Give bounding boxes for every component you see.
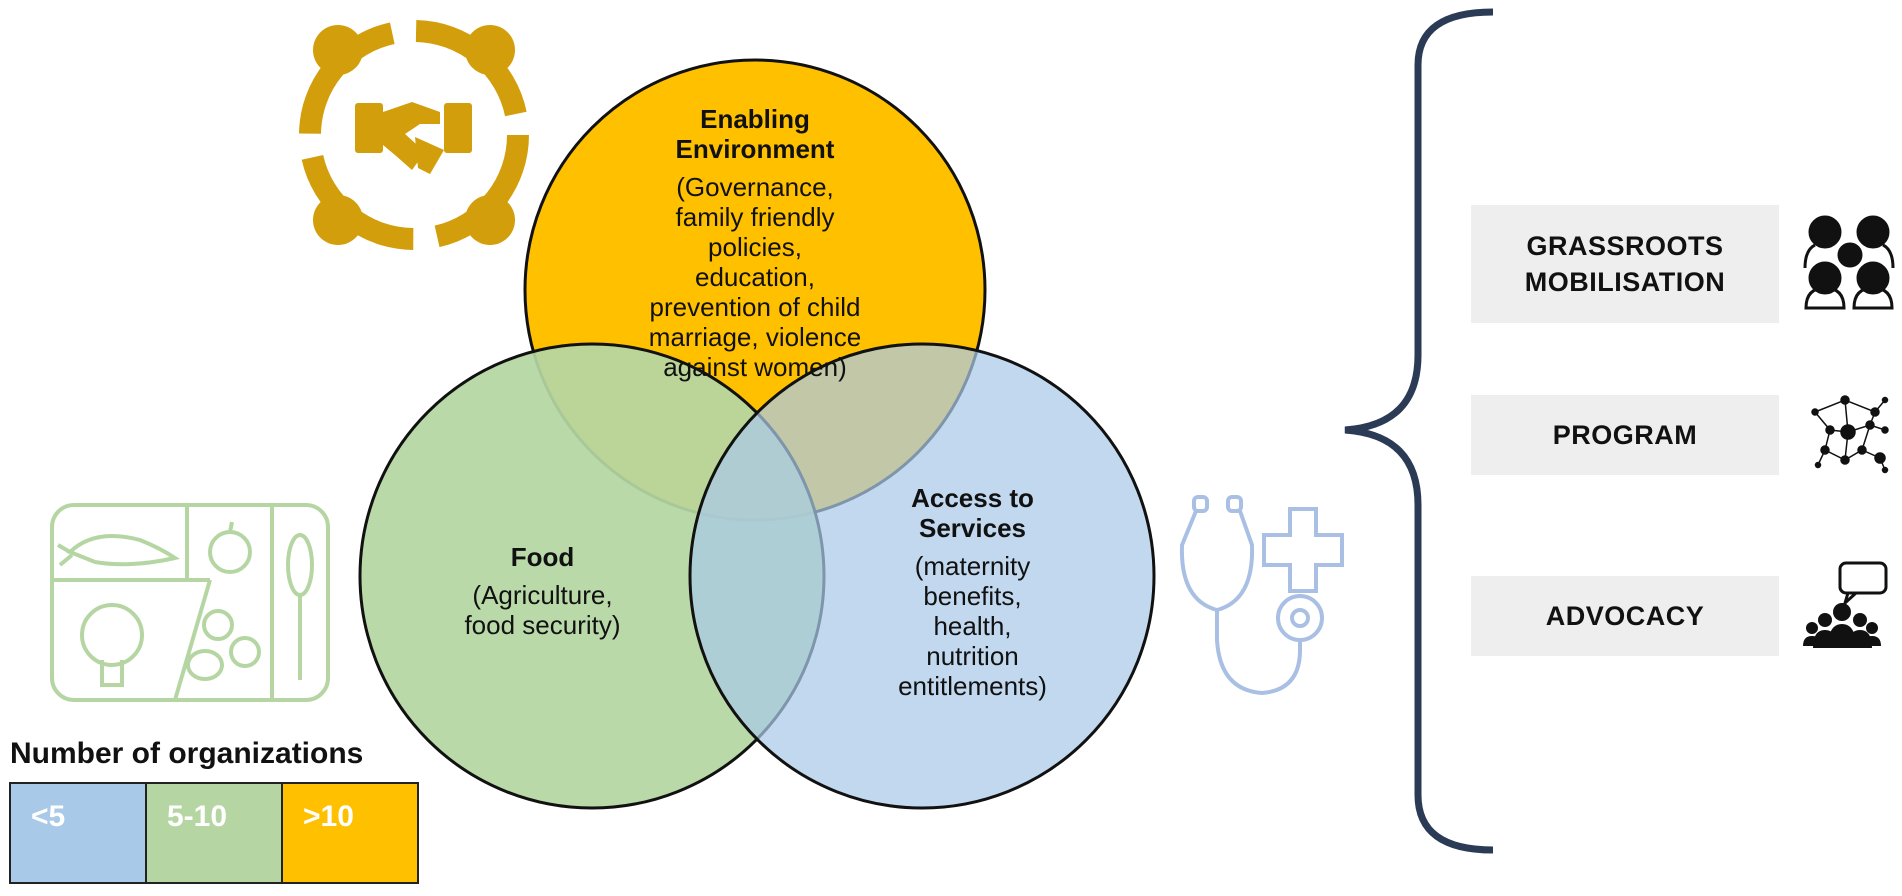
circle-description: (maternity benefits, health, nutrition e… — [898, 551, 1047, 701]
circle-title: Access to Services — [911, 483, 1034, 543]
circle-access-to-services — [688, 342, 1156, 810]
strategy-grassroots-mobilisation: GRASSROOTS MOBILISATION — [1471, 205, 1779, 323]
label-access-to-services: Access to Services (maternity benefits, … — [870, 483, 1075, 701]
legend-cell-5-to-10: 5-10 — [145, 782, 283, 884]
circle-title: Enabling Environment — [675, 104, 835, 164]
strategy-program: PROGRAM — [1471, 395, 1779, 475]
speaking-group-icon — [1803, 561, 1888, 648]
legend-title: Number of organizations — [10, 737, 364, 770]
circle-description: (Agriculture, food security) — [464, 580, 621, 640]
circle-title: Food — [510, 542, 575, 572]
circle-description: (Governance, family friendly policies, e… — [648, 172, 862, 382]
network-graph-icon — [1811, 395, 1889, 474]
label-enabling-environment: Enabling Environment (Governance, family… — [585, 104, 925, 382]
legend-cell-more-than-10: >10 — [281, 782, 419, 884]
legend-cell-less-than-5: <5 — [9, 782, 147, 884]
stethoscope-icon — [1179, 495, 1344, 696]
food-tray-icon — [50, 503, 330, 702]
handshake-circle-icon — [299, 20, 529, 250]
curly-brace — [1344, 8, 1494, 854]
label-food: Food (Agriculture, food security) — [425, 542, 660, 640]
strategy-advocacy: ADVOCACY — [1471, 576, 1779, 656]
community-network-icon — [1803, 215, 1895, 310]
